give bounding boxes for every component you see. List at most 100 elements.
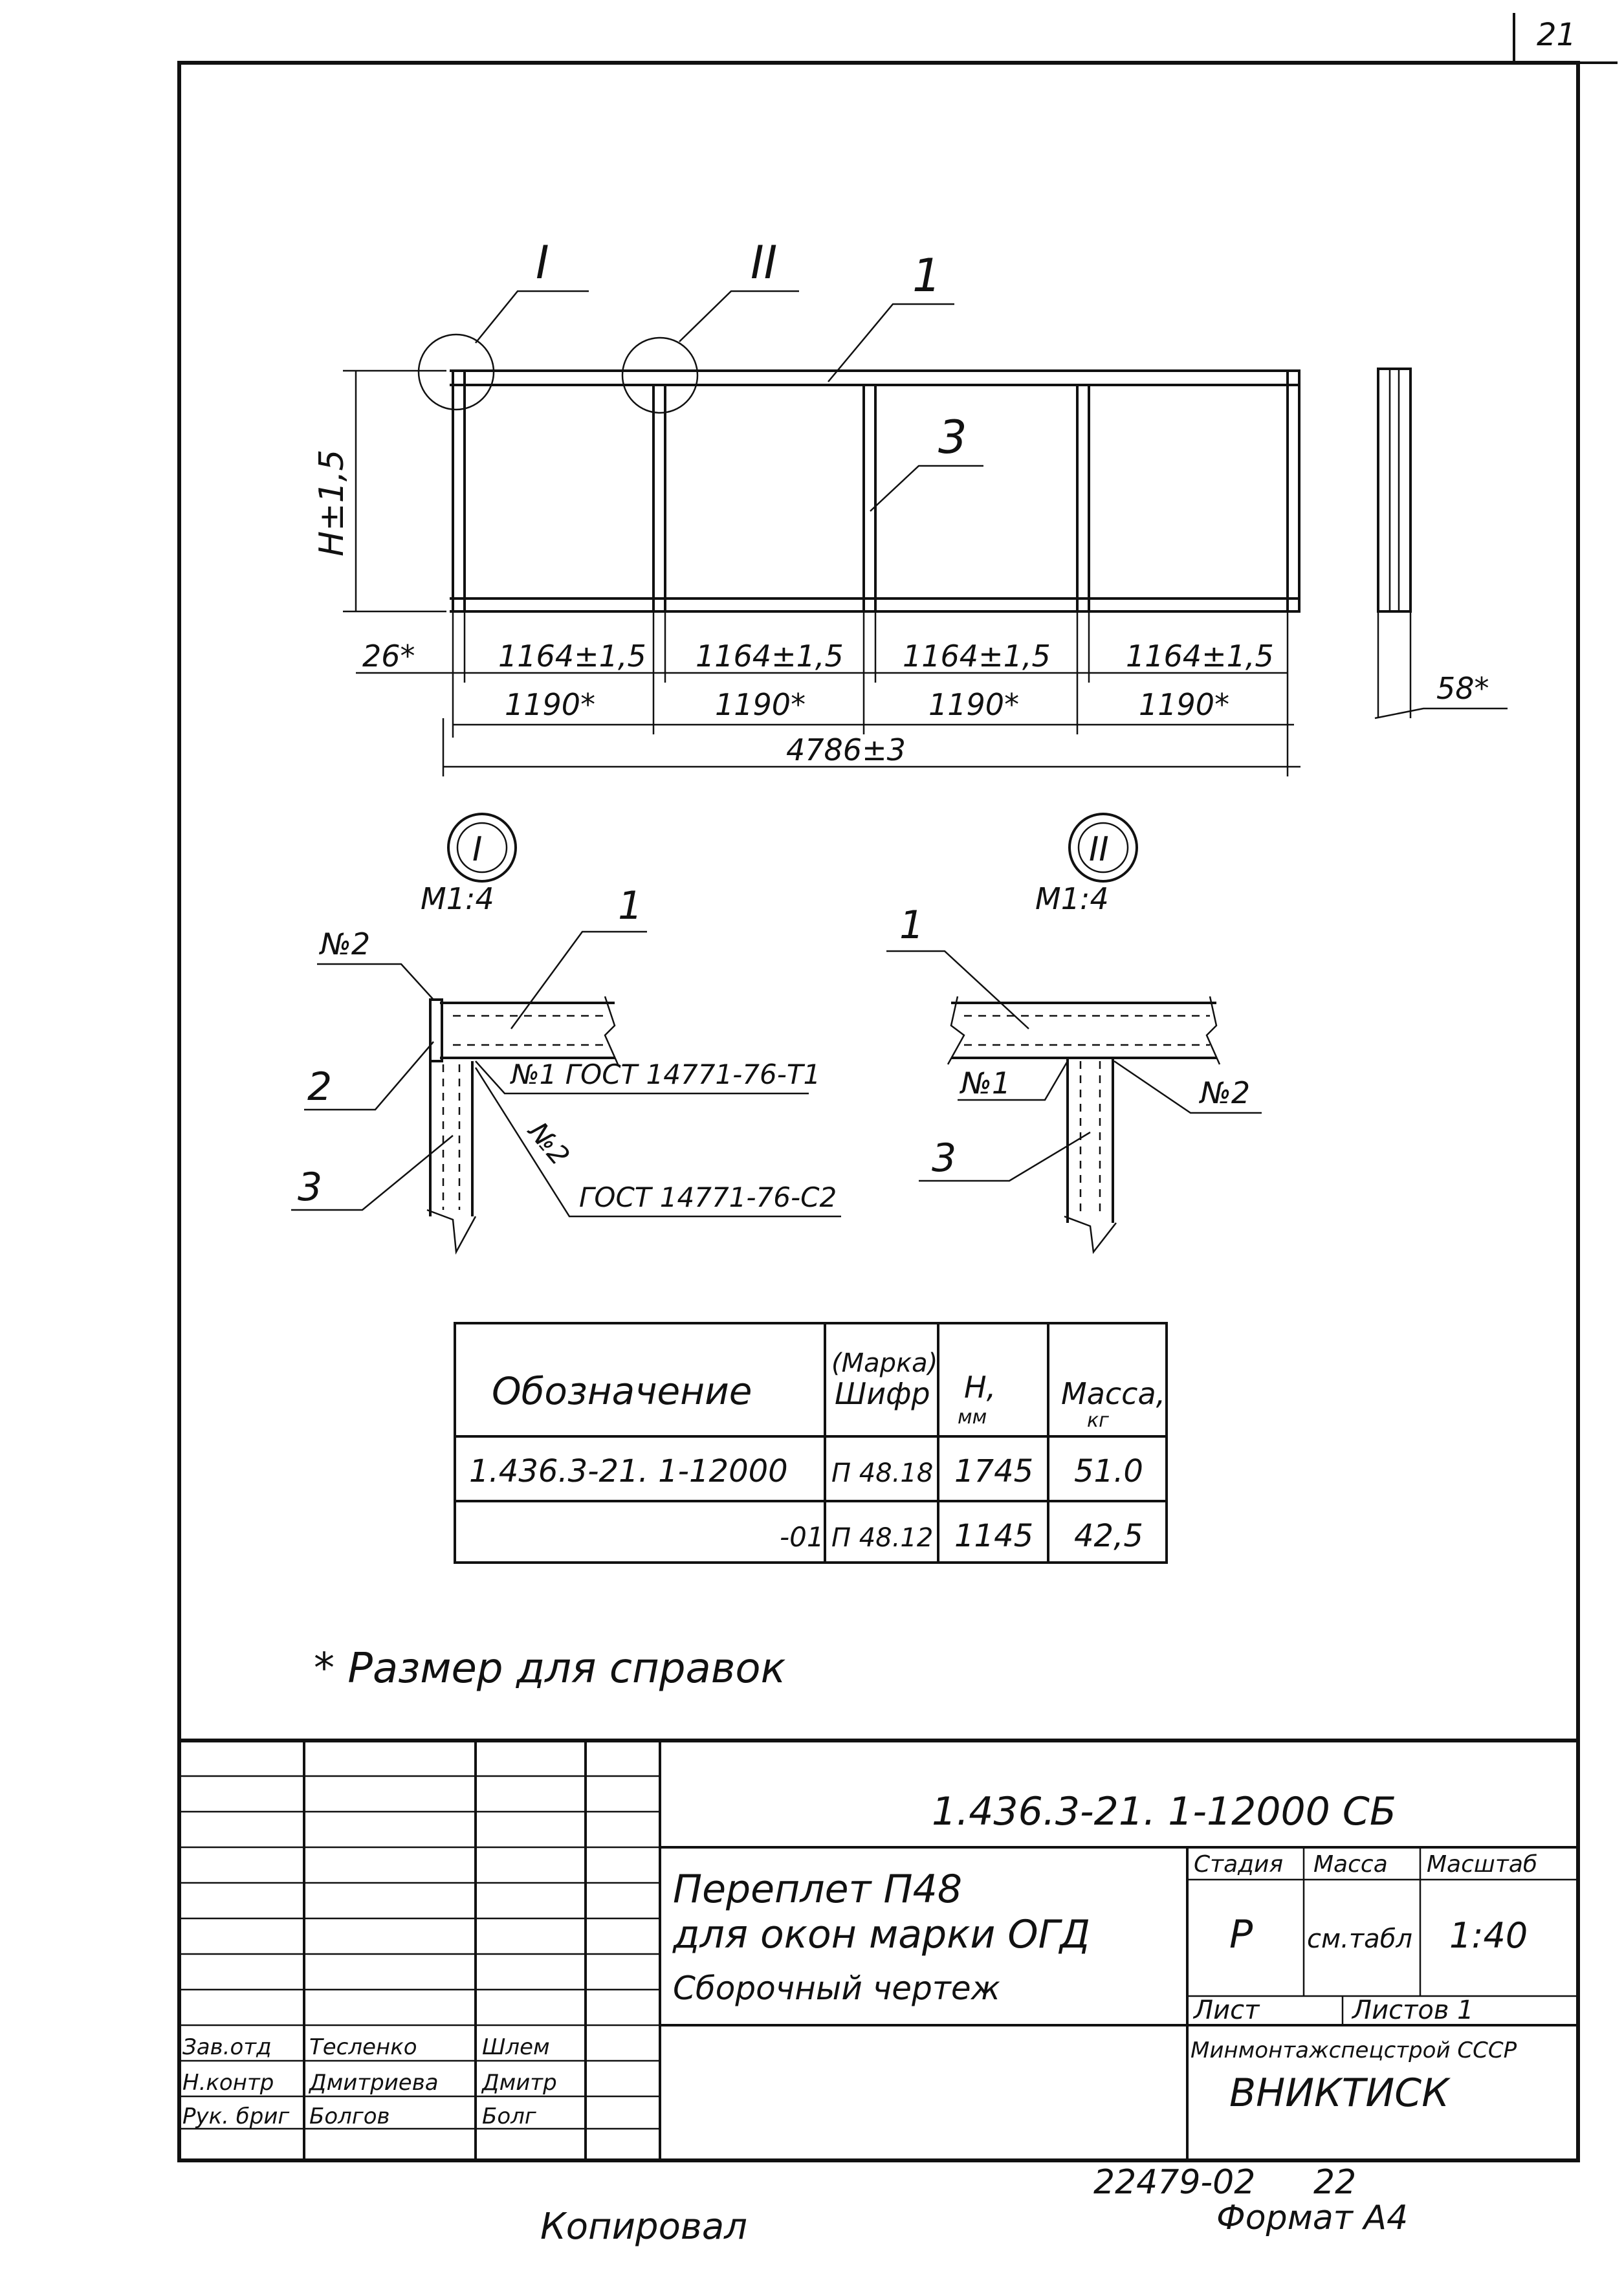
segment-dim-bottom-2: 1190* (715, 687, 806, 722)
leader-label-II: II (751, 236, 777, 289)
spec-header-h-unit: мм (958, 1406, 987, 1429)
segment-dim-bottom-4: 1190* (1139, 687, 1229, 722)
break-line (426, 1209, 477, 1255)
title-line-1: Переплет П48 (673, 1867, 962, 1912)
leader-label-1: 1 (912, 249, 941, 302)
corner-number: 22 (1313, 2163, 1356, 2202)
leader-weld-1 (475, 1060, 809, 1095)
segment-dim-top-4: 1164±1,5 (1126, 639, 1274, 674)
spec-row-2-mark: П 48.12 (831, 1523, 933, 1553)
reference-note: * Размер для справок (314, 1645, 786, 1693)
spec-row-1-h: 1745 (954, 1453, 1033, 1489)
sig-sign-3: Болг (482, 2103, 537, 2129)
title-block: 1.436.3-21. 1-12000 СБ Переплет П48 для … (179, 1739, 1578, 2160)
side-dim-leader (1374, 707, 1508, 719)
mass-label: Масса (1313, 1851, 1388, 1878)
sig-role-1: Зав.отд (182, 2034, 272, 2060)
sig-name-1: Тесленко (309, 2034, 417, 2060)
sheets-label: Листов 1 (1351, 1995, 1474, 2025)
spec-header-mass: Масса, (1061, 1376, 1165, 1411)
spec-row-2-mass: 42,5 (1074, 1518, 1143, 1554)
copied-by: Копировал (540, 2206, 747, 2248)
sheet-label: Лист (1192, 1995, 1260, 2025)
leader-3 (870, 465, 983, 512)
spec-row-1-mark: П 48.18 (831, 1458, 933, 1488)
spec-header-code: Шифр (835, 1376, 930, 1411)
main-elevation: I II 1 3 H±1,5 26* 1164±1,5 1164±1,5 116… (313, 236, 1300, 776)
leader-II (679, 290, 799, 342)
detail-II-scale: М1:4 (1035, 881, 1109, 916)
leader-part-2 (304, 1041, 434, 1111)
detail-I-marker-inner (456, 822, 508, 873)
leader-label-3: 3 (938, 411, 967, 464)
leader-part-1 (886, 950, 1029, 1029)
leader-weld-2 (474, 1067, 841, 1218)
overall-dim: 4786±3 (786, 732, 906, 767)
side-profile (1377, 368, 1412, 613)
title-line-2: для окон марки ОГД (672, 1912, 1090, 1957)
detail-II-marker-inner (1077, 822, 1129, 873)
spec-table: Обозначение (Марка) Шифр Н, мм Масса, кг… (454, 1322, 1168, 1564)
side-view: 58* (1374, 368, 1508, 719)
mass-value: см.табл (1307, 1924, 1412, 1954)
scale-value: 1:40 (1449, 1915, 1528, 1956)
detail-I-callout (417, 333, 495, 411)
title-line-3: Сборочный чертеж (673, 1970, 1000, 2007)
spec-header-designation: Обозначение (492, 1369, 752, 1413)
stage-value: Р (1229, 1912, 1253, 1957)
detail-I-marker-label: I (472, 830, 482, 869)
detail-I-weld-2: №2 (521, 1115, 576, 1171)
leader-weld-2 (1114, 1060, 1262, 1114)
leader-label-I: I (536, 236, 549, 289)
sig-sign-1: Шлем (482, 2034, 550, 2060)
detail-II-marker-outer (1068, 813, 1138, 883)
detail-II-weld-1: №1 (959, 1066, 1011, 1101)
segment-dim-top-2: 1164±1,5 (696, 639, 844, 674)
break-line (604, 996, 619, 1065)
detail-II-weld-2: №2 (1198, 1075, 1250, 1110)
spec-row-1-designation: 1.436.3-21. 1-12000 (469, 1453, 788, 1489)
detail-I-weld-1: №1 ГОСТ 14771-76-Т1 (510, 1059, 820, 1090)
spec-row-1-mass: 51.0 (1074, 1453, 1143, 1489)
break-line (947, 996, 965, 1065)
break-line (1064, 1215, 1117, 1255)
org-line-1: Минмонтажспецстрой СССР (1191, 2037, 1517, 2063)
scale-label: Масштаб (1427, 1851, 1537, 1878)
detail-I: I М1:4 №2 1 2 3 №1 ГОСТ 14771-76-Т1 №2 Г… (291, 813, 841, 1255)
detail-II-callout (621, 336, 699, 414)
side-view-dim: 58* (1436, 671, 1489, 706)
leader-I (475, 290, 589, 344)
doc-code: 1.436.3-21. 1-12000 СБ (932, 1789, 1396, 1834)
sig-role-3: Рук. бриг (182, 2103, 290, 2129)
segment-dim-bottom-1: 1190* (505, 687, 595, 722)
left-offset-dim: 26* (362, 639, 415, 674)
stage-label: Стадия (1194, 1851, 1283, 1878)
leader-weld-top (317, 963, 434, 1000)
detail-II-marker-label: II (1089, 830, 1109, 869)
detail-I-marker-outer (447, 813, 517, 883)
detail-II-part-1: 1 (899, 903, 924, 948)
sig-name-3: Болгов (309, 2103, 390, 2129)
leader-part-3 (291, 1135, 454, 1211)
end-plate (429, 998, 443, 1062)
leader-1 (828, 303, 954, 382)
detail-I-part-3: 3 (298, 1165, 322, 1210)
sig-sign-2: Дмитр (481, 2070, 557, 2096)
segment-dim-top-3: 1164±1,5 (903, 639, 1051, 674)
break-line (1205, 996, 1221, 1065)
detail-II: II М1:4 1 №1 №2 3 (886, 813, 1262, 1255)
spec-header-mark: (Марка) (831, 1348, 938, 1378)
detail-II-part-3: 3 (932, 1136, 956, 1181)
height-dim-label: H±1,5 (313, 450, 351, 556)
corner-code: 22479-02 (1093, 2163, 1255, 2202)
sig-name-2: Дмитриева (308, 2070, 439, 2096)
detail-I-part-1: 1 (618, 883, 642, 928)
segment-dim-top-1: 1164±1,5 (498, 639, 646, 674)
spec-table-frame (454, 1322, 1168, 1564)
leader-weld-1 (958, 1060, 1069, 1101)
detail-I-scale: М1:4 (421, 881, 494, 916)
sheet-frame (177, 61, 1580, 2162)
leader-part-3 (919, 1131, 1091, 1182)
detail-I-part-2: 2 (307, 1064, 332, 1110)
